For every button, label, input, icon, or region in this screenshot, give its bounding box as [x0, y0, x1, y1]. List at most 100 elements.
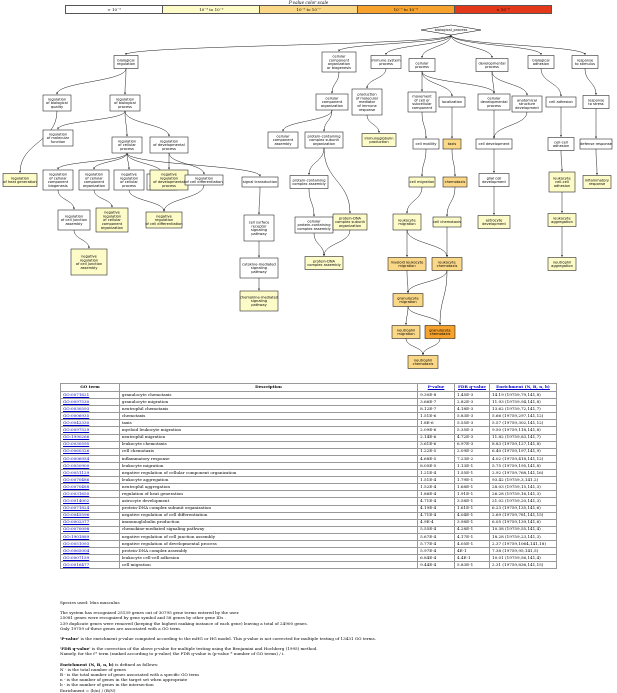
table-cell: 9.50 (19759,118,141,8)	[489, 426, 557, 435]
go-term-link[interactable]: GO:0002377	[60, 518, 120, 527]
go-term-link[interactable]: GO:0016477	[60, 561, 120, 570]
node-label: negative	[161, 172, 178, 176]
node-label: of cellular	[49, 176, 67, 180]
node-box	[420, 24, 482, 36]
node-label: of cell junction	[76, 262, 102, 266]
go-term-link[interactable]: GO:0006935	[60, 412, 120, 421]
go-node-cdev: cell development	[475, 138, 513, 150]
graph-edge	[421, 71, 495, 94]
node-label: cell development	[478, 142, 510, 146]
go-term-link[interactable]: GO:0007159	[60, 554, 120, 563]
go-term-link[interactable]: GO:0070486	[60, 476, 120, 485]
go-term-link[interactable]: GO:0060326	[60, 447, 120, 456]
table-cell: 6.23 (19759,135,141,6)	[489, 504, 557, 513]
go-term-link[interactable]: GO:0071824	[60, 504, 120, 513]
go-term-link[interactable]: GO:0030593	[60, 405, 120, 414]
node-label: of cellular	[118, 143, 136, 147]
node-label: taxis	[448, 142, 457, 146]
go-term-link[interactable]: GO:1990266	[60, 433, 120, 442]
graph-edge	[57, 189, 75, 210]
table-cell: 4.4E-1	[454, 554, 490, 563]
table-cell: 2.09E-6	[417, 426, 456, 435]
node-label: process	[485, 65, 499, 69]
node-label: cellular	[276, 134, 290, 138]
go-term-link[interactable]: GO:0006954	[60, 454, 120, 463]
graph-edge	[163, 184, 205, 212]
node-label: response	[589, 182, 606, 186]
table-cell: 7.38 (19759,95,141,5)	[489, 547, 557, 556]
node-box	[392, 293, 424, 307]
node-label: regulation	[11, 176, 29, 180]
table-cell: 1.51E-6	[417, 412, 456, 421]
go-term-link[interactable]: GO:0031650	[60, 490, 120, 499]
node-label: of developmental	[153, 180, 185, 184]
go-term-link[interactable]: GO:0014002	[60, 497, 120, 506]
node-label: chemotaxis	[445, 180, 466, 184]
go-node-taxis: taxis	[442, 138, 462, 150]
node-label: immune system	[372, 58, 401, 62]
table-cell: neutrophil migration	[118, 433, 419, 442]
node-label: chemotaxis	[437, 264, 458, 268]
column-header: GO term	[60, 383, 120, 392]
go-term-link[interactable]: GO:0050900	[60, 461, 120, 471]
column-header[interactable]: FDR q-value	[454, 383, 490, 392]
go-term-link[interactable]: GO:1901889	[60, 532, 120, 541]
go-term-link[interactable]: GO:0097530	[60, 398, 120, 407]
graph-edge	[540, 68, 562, 97]
go-term-link[interactable]: GO:0045596	[60, 511, 120, 520]
table-cell: 3.66E-7	[417, 398, 456, 407]
table-cell: 5.83E-1	[454, 561, 490, 570]
node-label: protein-containing	[298, 223, 331, 227]
go-term-link[interactable]: GO:0065004	[60, 547, 120, 556]
scale-bin: 10⁻³ to 10⁻⁵	[163, 6, 261, 13]
column-header[interactable]: Enrichment (N, B, n, b)	[489, 383, 557, 392]
go-term-link[interactable]: GO:0051129	[60, 469, 120, 478]
table-cell: 8.83 (19759,127,141,8)	[489, 440, 557, 449]
table-cell: 11.82 (19759,83,141,7)	[489, 433, 557, 442]
note-line: 239 duplicate genes were removed (keepin…	[60, 620, 308, 626]
table-cell: 4.68E-5	[417, 454, 456, 463]
enrichment-note: Enrichment (N, B, n, b) is defined as fo…	[60, 662, 580, 667]
go-term-link[interactable]: GO:0071621	[60, 390, 120, 400]
node-label: signaling	[251, 299, 267, 303]
column-header[interactable]: P-value	[417, 383, 456, 392]
go-term-link[interactable]: GO:0042330	[60, 419, 120, 428]
go-term-link[interactable]: GO:0070098	[60, 525, 120, 534]
node-box	[424, 325, 456, 339]
node-label: inflammatory	[585, 178, 610, 182]
graph-edge	[313, 232, 325, 256]
go-term-link[interactable]: GO:0030595	[60, 440, 120, 449]
node-label: regulation	[118, 139, 136, 143]
node-box	[545, 96, 577, 108]
table-cell: 4E-1	[454, 547, 490, 556]
node-label: adhesion	[533, 62, 549, 66]
go-term-link[interactable]: GO:0070488	[60, 483, 120, 492]
table-cell: 93.42 (19759,3,141,2)	[489, 476, 557, 485]
table-cell: 4.04E-1	[454, 511, 490, 520]
node-label: regulation	[103, 214, 121, 218]
table-cell: 5.35E-3	[454, 426, 490, 435]
go-term-link[interactable]: GO:0097529	[60, 426, 120, 435]
table-cell: 5.97E-4	[417, 547, 456, 556]
graph-edge	[406, 229, 448, 257]
node-box	[407, 355, 439, 369]
node-box	[511, 95, 543, 113]
node-box	[239, 290, 279, 312]
go-term-link[interactable]: GO:0051093	[60, 539, 120, 549]
table-cell: 13.62 (19759,72,141,7)	[489, 405, 557, 414]
table-cell: negative regulation of cell junction ass…	[118, 532, 419, 541]
node-label: neutrophil	[553, 260, 571, 264]
